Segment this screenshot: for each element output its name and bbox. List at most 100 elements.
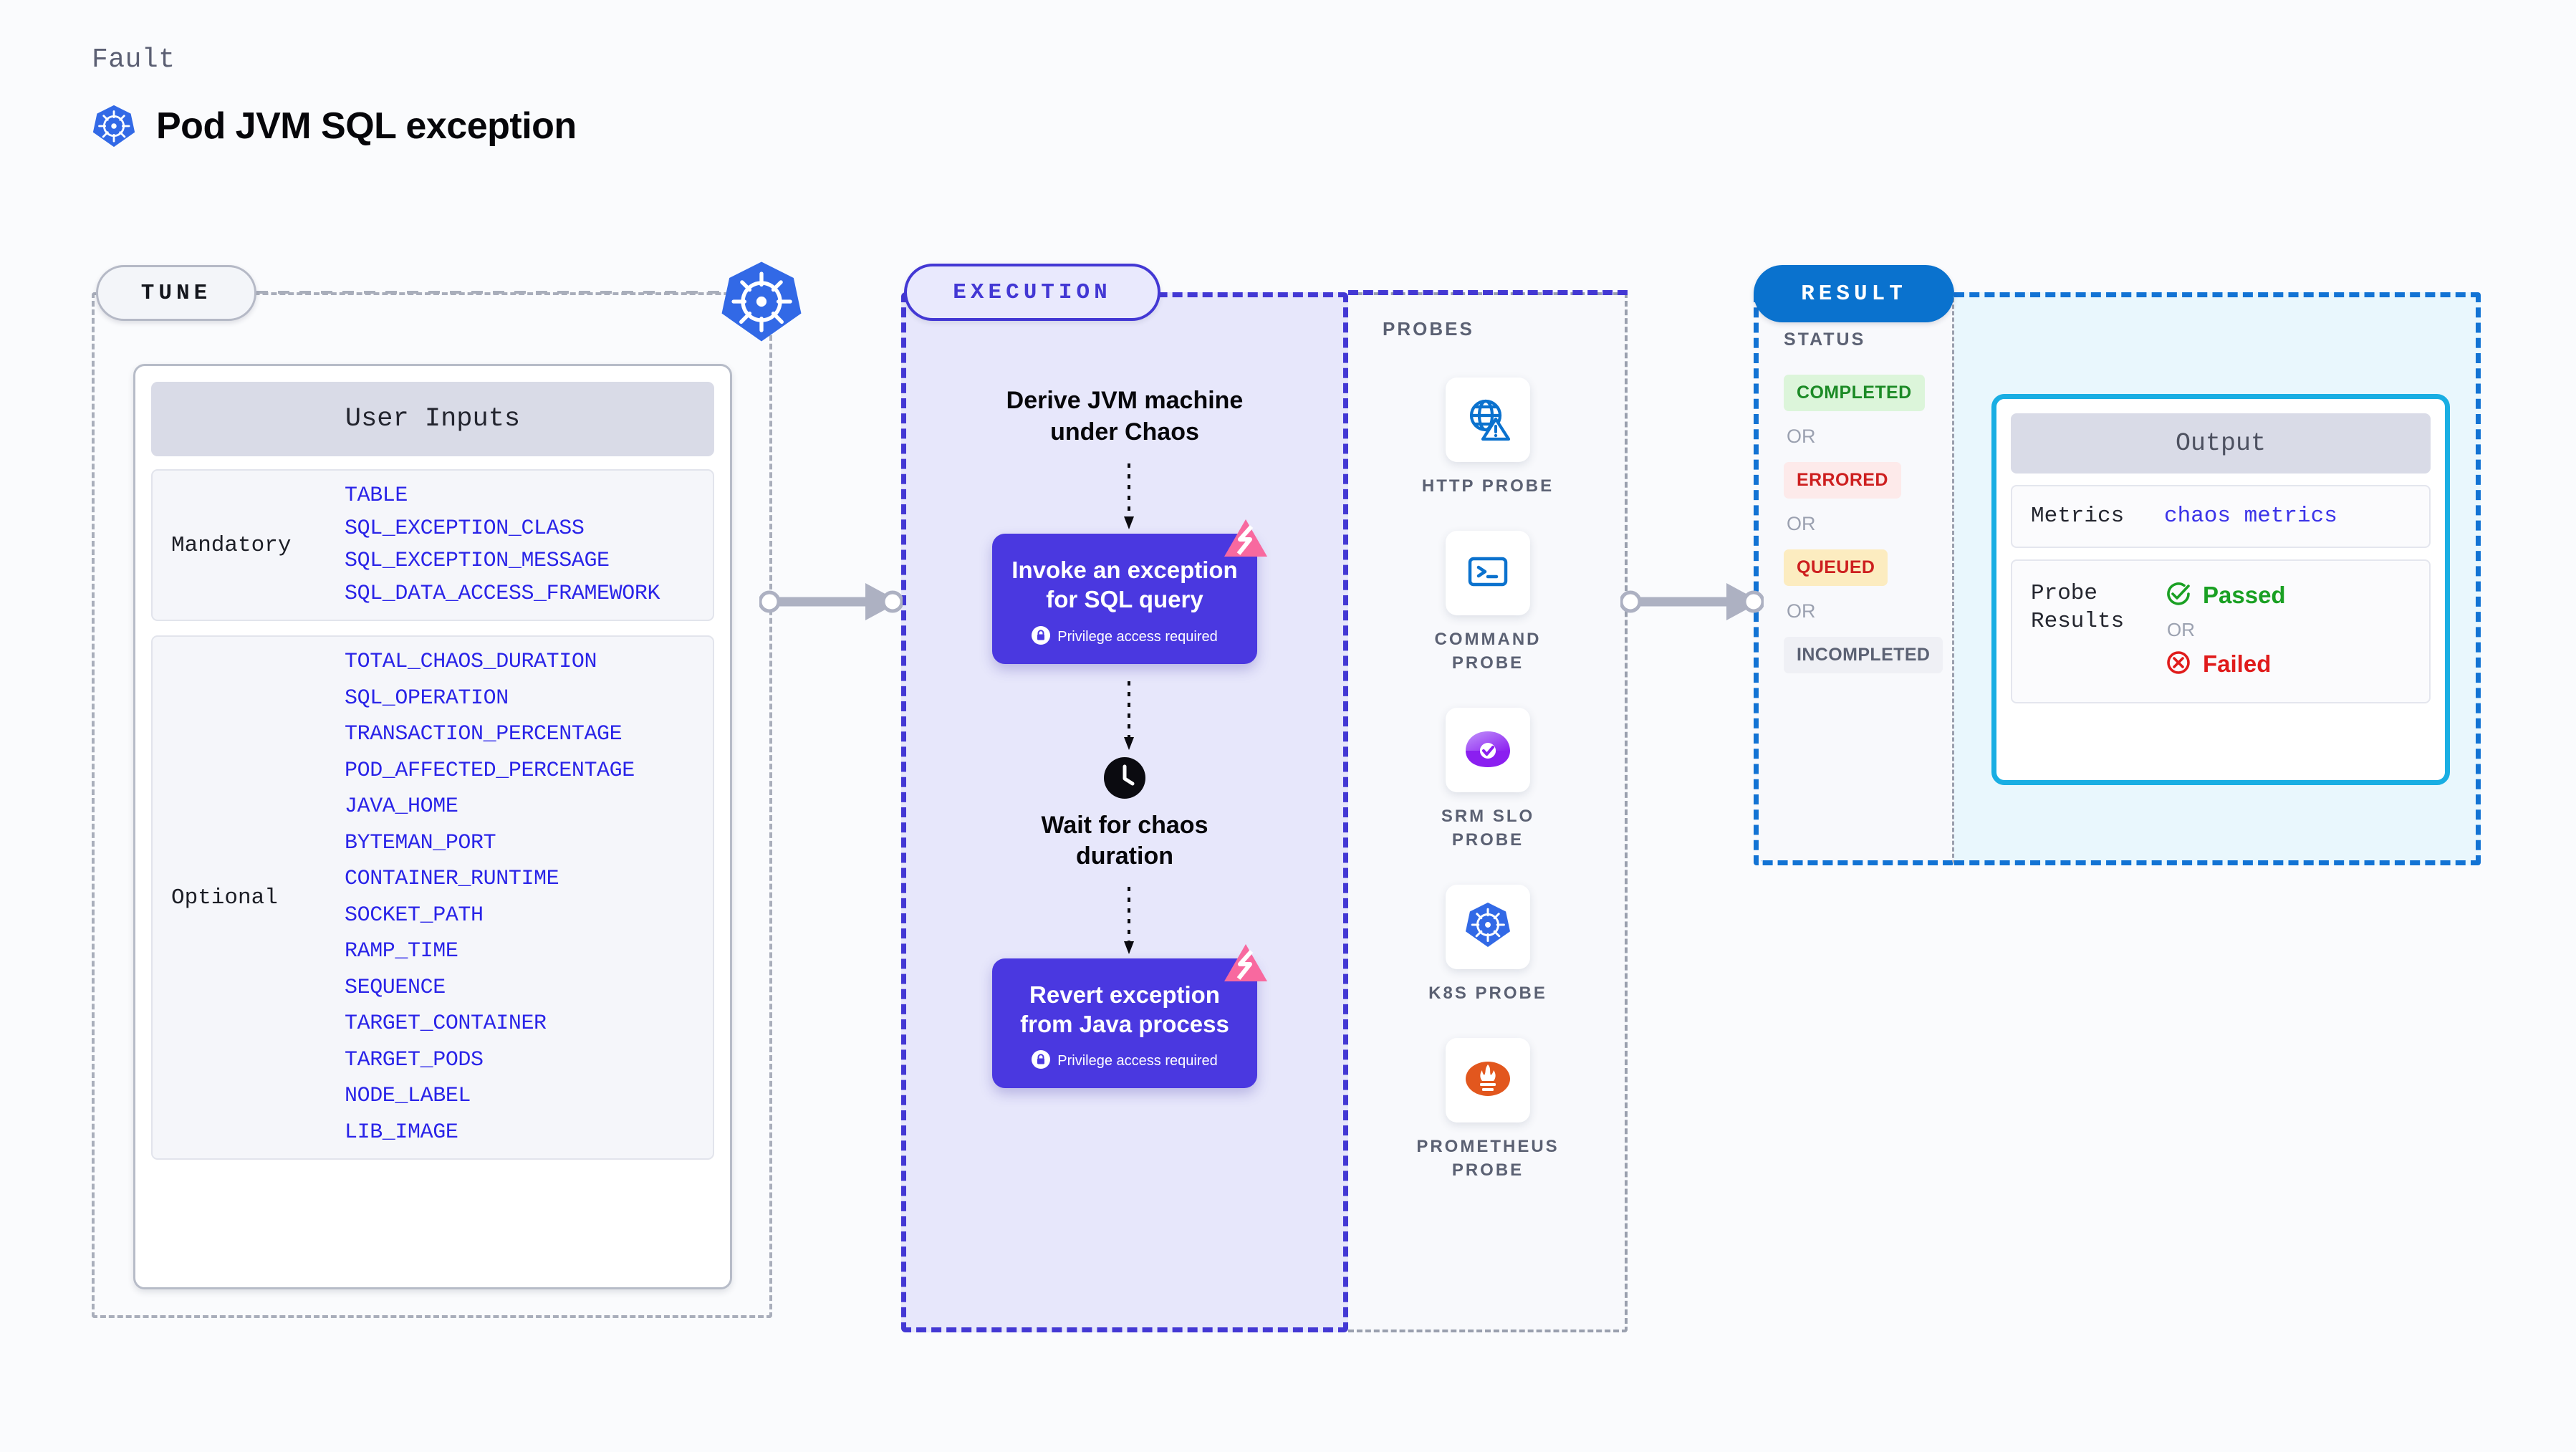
execution-panel (901, 292, 1348, 1332)
probe-list: HTTP PROBE COMMAND PROBE (1348, 378, 1628, 1182)
right-arrow-connector (758, 580, 904, 627)
probe-tile[interactable] (1446, 708, 1530, 793)
probes-label: PROBES (1383, 318, 1474, 340)
execution-stage-pill[interactable]: EXECUTION (904, 264, 1160, 321)
revert-exception-step[interactable]: Revert exception from Java process Privi… (992, 943, 1267, 1089)
invoke-exception-title: Invoke an exception for SQL query (1011, 557, 1238, 613)
probe-name: COMMAND PROBE (1434, 630, 1542, 673)
param-item[interactable]: TOTAL_CHAOS_DURATION (345, 650, 597, 674)
probe-item-http[interactable]: HTTP PROBE (1398, 378, 1577, 498)
privilege-badge-text: Privilege access required (1057, 628, 1218, 645)
optional-label: Optional (171, 885, 278, 910)
probe-item-srm-slo[interactable]: SRM SLO PROBE (1398, 708, 1577, 852)
check-circle-icon (2164, 580, 2193, 612)
user-inputs-header: User Inputs (151, 382, 714, 456)
x-circle-icon (2164, 648, 2193, 681)
failed-label: Failed (2203, 650, 2272, 678)
terminal-icon (1466, 549, 1510, 597)
param-item[interactable]: TRANSACTION_PERCENTAGE (345, 722, 623, 746)
litmus-logo-icon (1223, 943, 1269, 986)
title-row: Pod JVM SQL exception (92, 104, 577, 148)
or-separator: OR (1787, 513, 1816, 534)
probe-result-passed: Passed (2164, 580, 2286, 612)
probe-results-values: Passed OR Failed (2164, 580, 2286, 681)
srm-slo-icon (1464, 727, 1512, 774)
privilege-badge: Privilege access required (1011, 1050, 1239, 1072)
kubernetes-icon (719, 259, 804, 344)
right-arrow-connector (1619, 580, 1765, 627)
flow-arrow-down-icon (1123, 463, 1134, 530)
output-header: Output (2011, 413, 2431, 473)
optional-param-list: TOTAL_CHAOS_DURATION SQL_OPERATION TRANS… (345, 650, 635, 1145)
metrics-row: Metrics chaos metrics (2011, 485, 2431, 548)
probe-item-k8s[interactable]: K8S PROBE (1398, 884, 1577, 1005)
param-item[interactable]: RAMP_TIME (345, 939, 458, 963)
param-item[interactable]: SOCKET_PATH (345, 903, 484, 928)
lock-icon (1032, 1050, 1051, 1072)
mandatory-label: Mandatory (171, 532, 292, 558)
metrics-label: Metrics (2031, 504, 2125, 529)
result-status-section: STATUS COMPLETED OR ERRORED OR QUEUED OR… (1754, 292, 1954, 865)
tune-lead-line (256, 291, 722, 294)
param-item[interactable]: LIB_IMAGE (345, 1120, 458, 1145)
or-separator: OR (1787, 425, 1816, 447)
passed-label: Passed (2203, 582, 2286, 609)
status-badge: QUEUED (1784, 549, 1888, 586)
param-item[interactable]: SEQUENCE (345, 975, 446, 1000)
invoke-exception-step[interactable]: Invoke an exception for SQL query Privil… (992, 519, 1267, 664)
param-item[interactable]: BYTEMAN_PORT (345, 830, 496, 855)
probe-name: HTTP PROBE (1421, 476, 1554, 496)
param-item[interactable]: TABLE (345, 484, 408, 508)
metrics-value[interactable]: chaos metrics (2164, 504, 2337, 529)
flow-arrow-down-icon (1123, 681, 1134, 750)
status-badge: COMPLETED (1784, 375, 1925, 411)
flow-arrow-down-icon (1123, 886, 1134, 954)
probe-tile[interactable] (1446, 1038, 1530, 1123)
derive-jvm-heading: Derive JVM machine under Chaos (1006, 387, 1244, 446)
lock-icon (1032, 625, 1051, 648)
status-badge: INCOMPLETED (1784, 637, 1943, 673)
privilege-badge-text: Privilege access required (1057, 1053, 1218, 1069)
param-item[interactable]: JAVA_HOME (345, 794, 458, 819)
status-badge: ERRORED (1784, 462, 1901, 499)
or-separator: OR (2167, 618, 2195, 640)
tune-stage-pill[interactable]: TUNE (96, 265, 256, 321)
result-stage-pill[interactable]: RESULT (1754, 265, 1954, 322)
probes-panel (1348, 292, 1628, 1332)
kubernetes-icon (1464, 901, 1512, 952)
page-header: Fault Pod JVM SQL exception (92, 44, 577, 148)
mandatory-param-list: TABLE SQL_EXCEPTION_CLASS SQL_EXCEPTION_… (345, 484, 660, 606)
user-inputs-card: User Inputs Mandatory TABLE SQL_EXCEPTIO… (133, 364, 732, 1289)
probe-results-row: Probe Results Passed OR (2011, 559, 2431, 703)
param-item[interactable]: SQL_EXCEPTION_CLASS (345, 516, 585, 541)
globe-warning-icon (1464, 395, 1512, 446)
execution-flow: Derive JVM machine under Chaos Invoke an… (901, 292, 1348, 1332)
probe-item-command[interactable]: COMMAND PROBE (1398, 531, 1577, 675)
param-item[interactable]: SQL_OPERATION (345, 686, 509, 711)
probes-section: PROBES (1348, 292, 1628, 1332)
probes-top-divider (1348, 290, 1628, 295)
revert-exception-title: Revert exception from Java process (1020, 981, 1229, 1037)
kubernetes-icon (92, 104, 136, 148)
status-list: COMPLETED OR ERRORED OR QUEUED OR INCOMP… (1784, 375, 1954, 673)
param-item[interactable]: CONTAINER_RUNTIME (345, 867, 559, 891)
or-separator: OR (1787, 600, 1816, 622)
probe-tile[interactable] (1446, 531, 1530, 616)
page-title: Pod JVM SQL exception (156, 105, 577, 147)
output-card: Output Metrics chaos metrics Probe Resul… (1991, 394, 2450, 785)
fault-kicker: Fault (92, 44, 176, 75)
litmus-logo-icon (1223, 518, 1269, 561)
param-item[interactable]: SQL_EXCEPTION_MESSAGE (345, 549, 610, 573)
param-item[interactable]: TARGET_CONTAINER (345, 1011, 547, 1036)
probe-item-prometheus[interactable]: PROMETHEUS PROBE (1398, 1038, 1577, 1182)
prometheus-icon (1464, 1057, 1512, 1104)
privilege-badge: Privilege access required (1011, 625, 1239, 648)
probe-results-label: Probe Results (2031, 580, 2125, 635)
param-item[interactable]: SQL_DATA_ACCESS_FRAMEWORK (345, 581, 660, 606)
param-item[interactable]: POD_AFFECTED_PERCENTAGE (345, 758, 635, 783)
param-item[interactable]: TARGET_PODS (345, 1047, 484, 1072)
probe-tile[interactable] (1446, 378, 1530, 462)
param-item[interactable]: NODE_LABEL (345, 1084, 471, 1108)
probe-name: PROMETHEUS PROBE (1416, 1137, 1559, 1180)
probe-tile[interactable] (1446, 884, 1530, 969)
